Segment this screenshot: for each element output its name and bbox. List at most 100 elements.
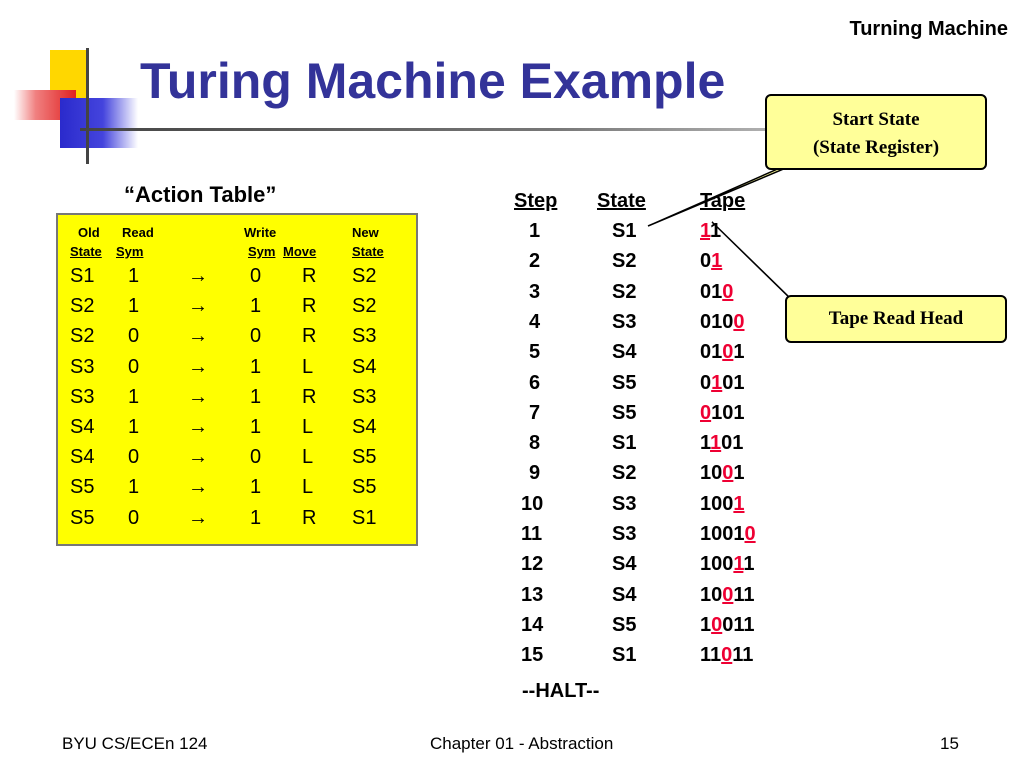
new-state: S2	[352, 265, 377, 287]
trace-state: S4	[612, 583, 637, 606]
trace-step: 4	[529, 310, 541, 333]
trace-tape: 11	[700, 220, 721, 243]
header-write-sym: Sym	[248, 244, 276, 259]
header-tape: Tape	[700, 190, 746, 212]
tape-symbols: 1	[733, 462, 745, 485]
header-old: Old	[78, 225, 100, 240]
tape-head-symbol: 1	[700, 220, 711, 242]
tape-head-callout: Tape Read Head	[785, 295, 1007, 343]
trace-step: 9	[529, 462, 541, 485]
trace-tape: 10011	[700, 584, 755, 607]
trace-tape: 1001	[700, 493, 745, 516]
tape-head-pointer	[711, 221, 799, 307]
write-sym: 1	[250, 355, 262, 378]
write-sym: 0	[250, 265, 262, 287]
trace-state: S3	[612, 523, 637, 545]
corner-label: Turning Machine	[849, 18, 1008, 40]
move: R	[302, 265, 317, 287]
arrow-icon: →	[188, 446, 208, 469]
trace-step: 5	[529, 341, 541, 364]
read-sym: 1	[128, 295, 140, 318]
header-sym: Sym	[116, 244, 144, 259]
tape-symbols: 01	[700, 341, 723, 364]
tape-symbols: 01	[722, 371, 745, 394]
write-sym: 1	[250, 476, 262, 499]
read-sym: 0	[128, 446, 140, 469]
old-state: S4	[70, 446, 95, 469]
trace-step: 14	[521, 613, 544, 636]
tape-symbols: 011	[722, 613, 755, 636]
arrow-icon: →	[188, 385, 208, 408]
write-sym: 0	[250, 446, 262, 469]
start-state-line2: (State Register)	[812, 137, 940, 158]
old-state: S1	[70, 265, 95, 287]
trace-step: 2	[529, 250, 541, 273]
tape-head-symbol: 0	[722, 341, 734, 364]
tape-symbols: 010	[700, 310, 734, 333]
write-sym: 1	[250, 295, 262, 318]
read-sym: 1	[128, 416, 140, 438]
tape-symbols: 11	[732, 644, 754, 667]
tape-symbols: 01	[721, 432, 744, 455]
tape-symbols: 1001	[700, 523, 745, 545]
trace-step: 10	[521, 492, 544, 515]
move: R	[302, 385, 317, 408]
old-state: S5	[70, 476, 95, 499]
tape-symbols: 1	[743, 553, 755, 576]
trace-tape: 1101	[700, 432, 743, 455]
trace-tape: 0100	[700, 311, 745, 334]
arrow-icon: →	[188, 325, 208, 348]
trace-tape: 0101	[700, 402, 745, 425]
trace-step: 1	[529, 220, 541, 242]
tape-head-symbol: 1	[711, 371, 723, 394]
tape-symbols: 1	[700, 432, 711, 455]
title-underline	[80, 128, 940, 131]
header-write: Write	[244, 225, 277, 240]
tape-symbols: 11	[733, 583, 755, 606]
tape-head-symbol: 0	[722, 462, 734, 485]
trace-state: S1	[612, 220, 637, 242]
trace-state: S5	[612, 371, 637, 394]
action-table-caption: “Action Table”	[124, 182, 277, 207]
footer-left: BYU CS/ECEn 124	[62, 734, 208, 753]
header-move: Move	[283, 244, 317, 259]
slide-title: Turing Machine Example	[140, 53, 726, 109]
trace-state: S3	[612, 492, 637, 515]
trace-state: S2	[612, 250, 637, 273]
trace-state: S5	[612, 401, 637, 424]
trace-step: 3	[529, 280, 541, 303]
header-state: State	[70, 244, 102, 259]
trace-step: 8	[529, 432, 541, 455]
read-sym: 1	[128, 265, 140, 287]
trace-tape: 0101	[700, 372, 745, 395]
tape-head-symbol: 0	[744, 523, 756, 545]
tape-symbols: 11	[700, 644, 722, 667]
trace-tape: 010	[700, 281, 733, 304]
new-state: S4	[352, 355, 377, 378]
trace-step: 7	[529, 401, 541, 424]
arrow-icon: →	[188, 355, 208, 378]
write-sym: 1	[250, 506, 262, 529]
tape-head-symbol: 1	[733, 492, 745, 515]
tape-symbols: 10	[700, 583, 723, 606]
read-sym: 0	[128, 506, 140, 529]
old-state: S3	[70, 385, 95, 408]
header-new: New	[352, 225, 379, 240]
old-state: S2	[70, 325, 95, 348]
header-read: Read	[122, 225, 154, 240]
tape-head-symbol: 0	[721, 644, 733, 667]
decor-vertical-line	[86, 48, 89, 164]
trace-step: 12	[521, 553, 544, 576]
arrow-icon: →	[188, 416, 208, 438]
tape-symbols: 01	[700, 280, 723, 303]
read-sym: 1	[128, 385, 140, 408]
trace-state: S2	[612, 462, 637, 485]
write-sym: 1	[250, 385, 262, 408]
